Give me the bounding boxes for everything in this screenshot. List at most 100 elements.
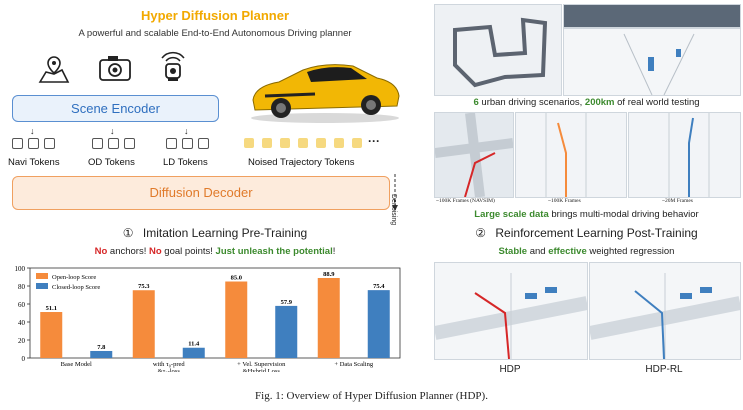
hdp-result-image — [434, 262, 588, 360]
bar-value-label: 75.3 — [138, 283, 150, 290]
scenarios-caption: 6 urban driving scenarios, 200km of real… — [434, 97, 739, 108]
legend-swatch — [36, 273, 48, 279]
section-title: Reinforcement Learning Post-Training — [495, 226, 697, 240]
noised-token — [298, 138, 308, 148]
camera-views-image — [563, 4, 741, 28]
lidar-sensor-icon — [156, 50, 190, 84]
caption-fragment: 200km — [585, 97, 615, 108]
x-tick-label: + Vel. Supervision — [237, 361, 286, 368]
hdp-rl-result-image — [589, 262, 741, 360]
hdp-rl-scene-graphic — [590, 263, 740, 359]
route-map-graphic — [435, 5, 561, 95]
legend-swatch — [36, 283, 48, 289]
data-caption: Large scale data brings multi-modal driv… — [434, 209, 739, 220]
token-label: Navi Tokens — [8, 157, 60, 168]
figure-caption: Fig. 1: Overview of Hyper Diffusion Plan… — [0, 390, 743, 402]
frames-image-3 — [628, 112, 741, 198]
camera-icon — [98, 54, 132, 82]
od-token — [124, 138, 135, 149]
tagline-fragment: Stable — [499, 246, 528, 257]
frames-image-2 — [515, 112, 627, 198]
bar — [225, 282, 247, 359]
noised-token — [280, 138, 290, 148]
y-tick-label: 100 — [15, 265, 26, 273]
x-tick-label: with τ₀-pred — [153, 361, 186, 368]
bar-value-label: 7.8 — [97, 344, 106, 351]
x-tick-label: + Data Scaling — [334, 361, 373, 368]
denoising-label: Denoising — [390, 194, 397, 225]
noised-token — [316, 138, 326, 148]
tagline-fragment: and — [527, 246, 548, 257]
ld-token — [166, 138, 177, 149]
y-tick-label: 60 — [18, 301, 26, 309]
comparison-label: HDP-RL — [589, 364, 739, 375]
frames-label: ~20M Frames — [662, 198, 693, 204]
noised-token — [244, 138, 254, 148]
y-tick-label: 80 — [18, 283, 26, 291]
bar-value-label: 85.0 — [231, 275, 242, 282]
map-pin-icon — [38, 54, 70, 84]
section-number: ② — [475, 226, 486, 240]
bar — [90, 351, 112, 358]
x-tick-label: &Hybrid Loss — [243, 368, 281, 372]
od-token — [92, 138, 103, 149]
bar-value-label: 51.1 — [46, 305, 57, 312]
arrow-down-icon: ↓ — [110, 126, 115, 136]
noised-tokens-label: Noised Trajectory Tokens — [248, 157, 355, 168]
intersection-graphic — [435, 113, 513, 197]
noised-token — [262, 138, 272, 148]
navi-token — [12, 138, 23, 149]
legend-label: Open-loop Score — [52, 274, 96, 281]
frames-label: ~100K Frames — [548, 198, 581, 204]
plot-frame — [30, 268, 400, 358]
token-label: LD Tokens — [163, 157, 208, 168]
section-number: ① — [123, 226, 134, 240]
y-tick-label: 20 — [18, 337, 26, 345]
bar-value-label: 88.9 — [323, 271, 335, 278]
token-groups: ↓ ↓ ↓ — [10, 126, 270, 160]
trajectory-graphic — [516, 113, 626, 197]
caption-fragment: brings multi-modal driving behavior — [549, 209, 699, 220]
arrow-down-icon: ↓ — [30, 126, 35, 136]
tagline-fragment: No — [95, 246, 108, 257]
tagline-fragment: weighted regression — [587, 246, 675, 257]
page-subtitle: A powerful and scalable End-to-End Auton… — [0, 28, 430, 39]
section-heading-left: ① Imitation Learning Pre-Training — [0, 226, 430, 240]
noised-tokens — [244, 136, 374, 150]
section-heading-right: ② Reinforcement Learning Post-Training — [430, 226, 743, 240]
trajectory-graphic — [629, 113, 740, 197]
od-token — [108, 138, 119, 149]
bar — [183, 348, 205, 358]
bar-value-label: 11.4 — [188, 341, 200, 348]
noised-token — [334, 138, 344, 148]
caption-fragment: of real world testing — [615, 97, 700, 108]
navi-token — [28, 138, 39, 149]
token-label: OD Tokens — [88, 157, 135, 168]
tagline-fragment: anchors! — [107, 246, 149, 257]
section-tagline-left: No anchors! No goal points! Just unleash… — [0, 246, 430, 257]
section-tagline-right: Stable and effective weighted regression — [430, 246, 743, 257]
scene-visualization-image — [563, 28, 741, 96]
bar — [368, 290, 390, 358]
tagline-fragment: Just unleash the potential — [216, 246, 333, 257]
bar — [275, 306, 297, 358]
tagline-fragment: goal points! — [162, 246, 216, 257]
legend-label: Closed-loop Score — [52, 284, 100, 291]
hdp-scene-graphic — [435, 263, 587, 359]
scene-graphic — [564, 29, 740, 95]
x-tick-label: &τ₀-loss — [158, 368, 181, 372]
tagline-fragment: ! — [333, 246, 336, 257]
navsim-frames-image — [434, 112, 514, 198]
caption-fragment: Large scale data — [474, 209, 548, 220]
ellipsis: ··· — [368, 134, 380, 148]
frames-label: ~100K Frames (NAVSIM) — [436, 198, 495, 204]
tagline-fragment: No — [149, 246, 162, 257]
car-image — [245, 50, 405, 125]
section-title: Imitation Learning Pre-Training — [143, 226, 307, 240]
scene-encoder-block: Scene Encoder — [12, 95, 219, 122]
ld-token — [182, 138, 193, 149]
navi-token — [44, 138, 55, 149]
diffusion-decoder-block: Diffusion Decoder — [12, 176, 390, 210]
comparison-label: HDP — [434, 364, 586, 375]
